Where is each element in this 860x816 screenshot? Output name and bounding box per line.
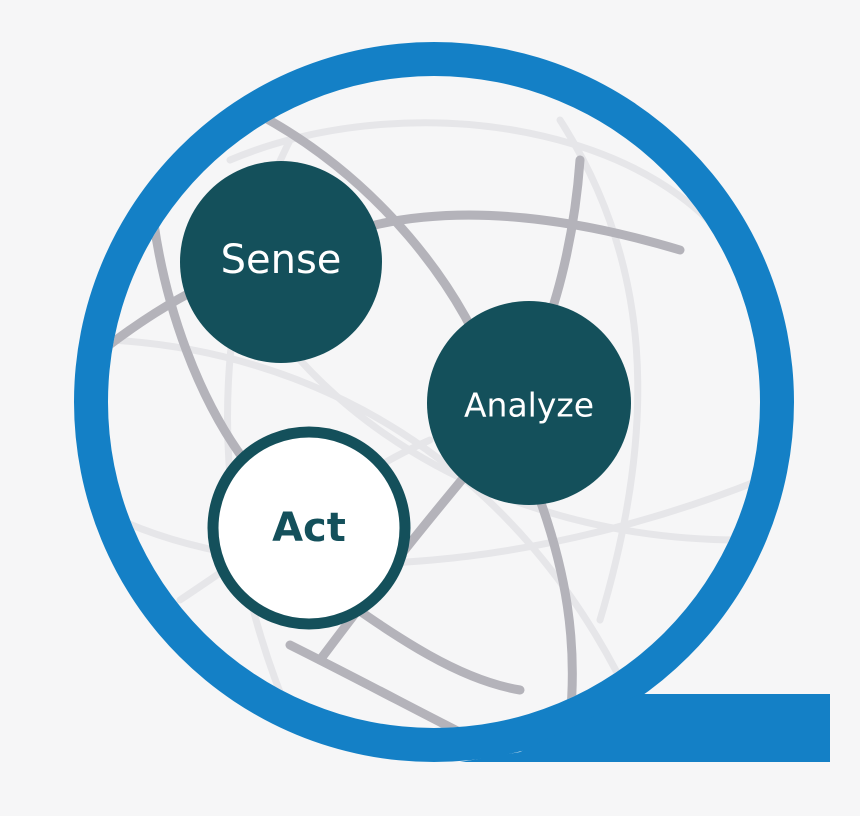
mesh-light-line — [556, 116, 642, 624]
mesh-light-line — [116, 476, 760, 568]
node-analyze: Analyze — [427, 301, 631, 505]
node-sense: Sense — [180, 161, 382, 363]
node-analyze-circle — [427, 301, 631, 505]
node-act-label: Act — [272, 505, 346, 551]
node-sense-circle — [180, 161, 382, 363]
node-sense-label: Sense — [221, 237, 342, 283]
node-act: Act — [207, 426, 411, 630]
mesh-dark-line — [350, 210, 685, 255]
node-analyze-label: Analyze — [464, 386, 594, 425]
q-ring-logo — [74, 42, 830, 762]
mesh-dark-line — [285, 640, 525, 728]
mesh-dark-line — [535, 495, 577, 725]
mesh-light-line — [108, 336, 644, 724]
mesh-dark-line — [145, 185, 265, 485]
q-tail — [460, 694, 830, 762]
node-act-circle — [207, 426, 411, 630]
